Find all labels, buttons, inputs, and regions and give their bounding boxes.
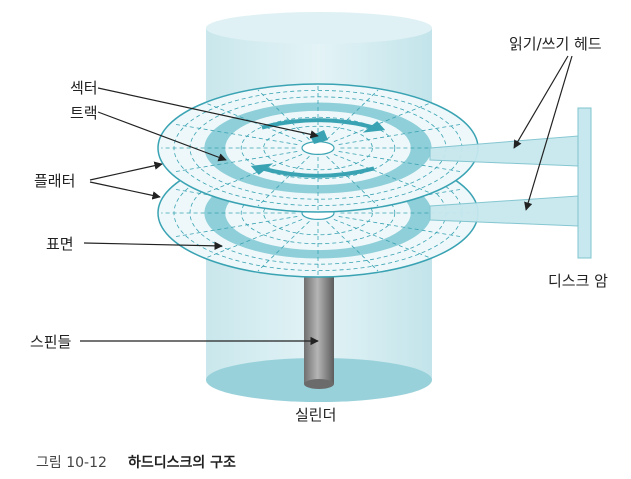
leader-platter-1 <box>89 161 163 181</box>
spindle <box>304 276 334 389</box>
label-rw-head: 읽기/쓰기 헤드 <box>509 35 602 53</box>
sector-line <box>257 89 310 141</box>
sector-line <box>257 155 310 207</box>
spindle-bottom <box>304 379 334 389</box>
sector-line <box>333 153 430 193</box>
leader-track <box>97 111 227 162</box>
rotation-arrowhead <box>362 121 386 133</box>
label-track: 트랙 <box>70 104 98 122</box>
sector-line <box>257 220 310 272</box>
label-platter: 플래터 <box>34 172 75 190</box>
track-ring <box>240 116 396 180</box>
leader-head-2 <box>524 55 573 211</box>
sector-line <box>326 220 379 272</box>
label-disk-arm: 디스크 암 <box>548 272 608 290</box>
label-spindle: 스핀들 <box>30 333 72 351</box>
figure-caption: 그림 10-12 하드디스크의 구조 <box>36 454 236 471</box>
sector-line <box>206 153 303 193</box>
track-ring <box>263 190 373 236</box>
spindle-shaft <box>304 276 334 384</box>
leader-sector <box>97 87 319 139</box>
track-ring <box>240 181 396 245</box>
cylinder-top <box>206 12 432 44</box>
sector-line <box>326 89 379 141</box>
leader-head-1 <box>513 55 569 149</box>
leader-platter-2 <box>89 181 161 200</box>
leader-lines <box>80 55 573 346</box>
leader-surface <box>83 241 223 251</box>
label-cylinder: 실린더 <box>295 406 336 424</box>
sector-highlight <box>310 130 328 144</box>
caption-number: 그림 10-12 <box>36 455 107 471</box>
sector-line <box>206 218 303 258</box>
label-surface: 표면 <box>46 235 74 253</box>
sector-line <box>326 155 379 207</box>
disk-arm <box>577 107 592 259</box>
sector-line <box>333 218 430 258</box>
platter-hub <box>301 141 335 156</box>
rotation-arrow <box>261 118 375 130</box>
sector-line <box>333 103 430 143</box>
rotation-arrowhead <box>250 163 274 175</box>
track-ring <box>263 125 373 171</box>
rotation-arrow <box>261 166 375 178</box>
label-sector: 섹터 <box>70 79 98 97</box>
caption-title: 하드디스크의 구조 <box>128 454 236 471</box>
platter-upper <box>157 83 479 213</box>
